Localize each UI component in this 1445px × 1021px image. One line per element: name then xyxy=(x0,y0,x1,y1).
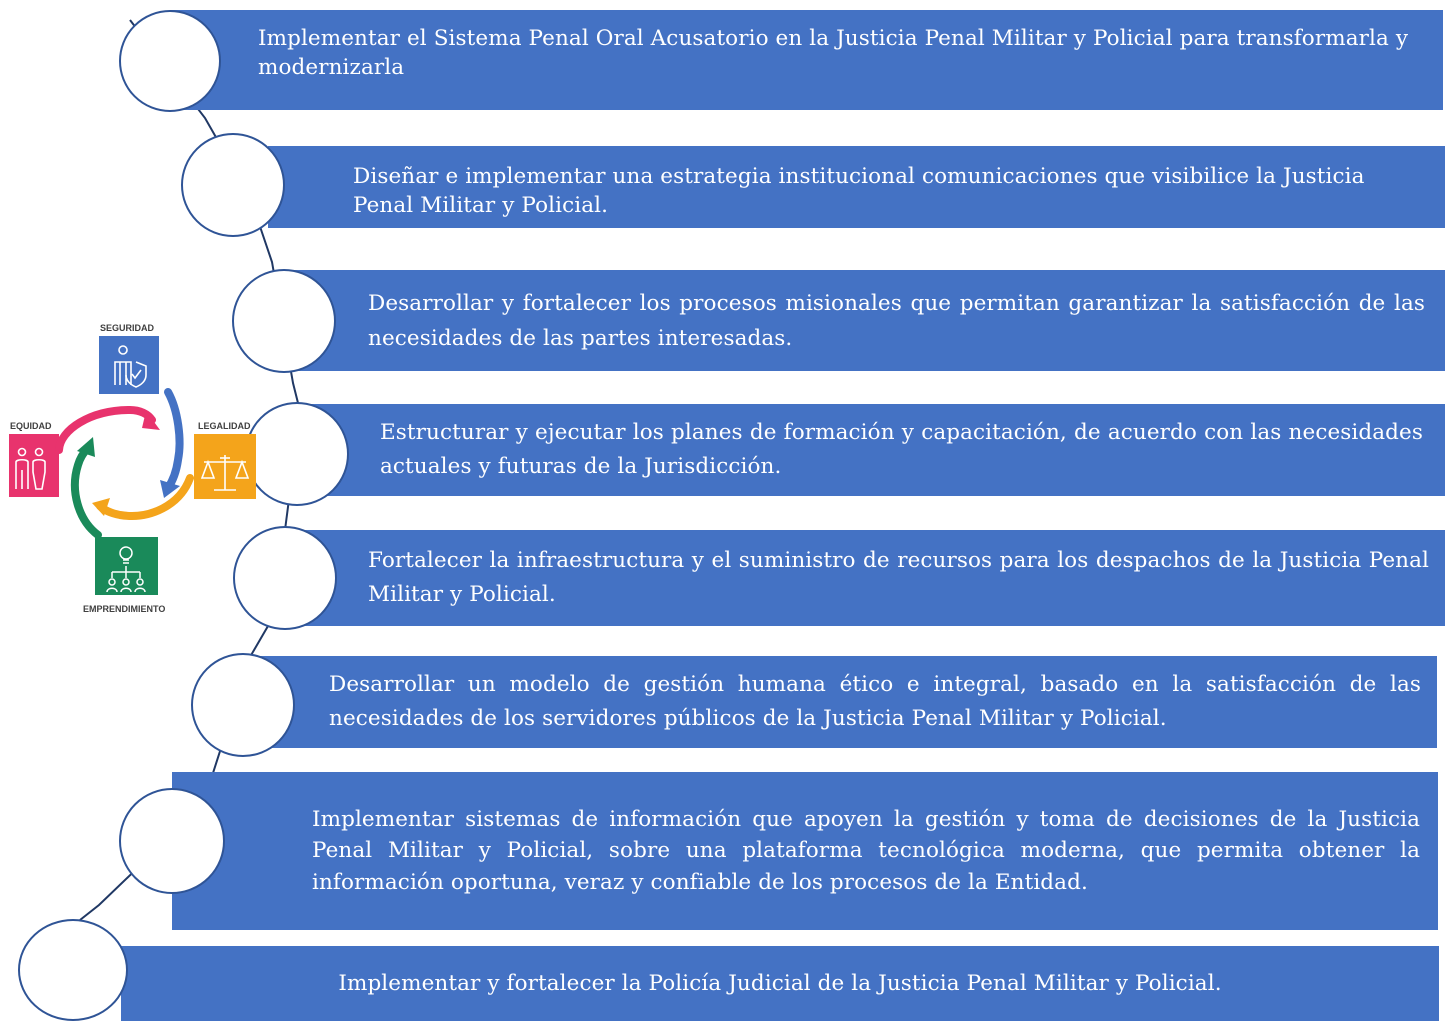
node-circle-3 xyxy=(232,269,336,373)
objective-item-5-text: Fortalecer la infraestructura y el sumin… xyxy=(368,548,1429,607)
node-circle-5 xyxy=(233,526,337,630)
objective-item-5: Fortalecer la infraestructura y el sumin… xyxy=(280,530,1445,626)
node-circle-1 xyxy=(119,10,221,112)
equidad-tile xyxy=(9,434,59,497)
objective-item-3: Desarrollar y fortalecer los procesos mi… xyxy=(283,270,1445,371)
objective-item-1-text: Implementar el Sistema Penal Oral Acusat… xyxy=(258,26,1409,80)
objective-item-6-text: Desarrollar un modelo de gestión humana … xyxy=(329,672,1421,731)
values-label-equidad: EQUIDAD xyxy=(10,421,52,431)
node-circle-4 xyxy=(245,402,349,506)
objective-item-2-text: Diseñar e implementar una estrategia ins… xyxy=(353,164,1365,218)
objective-item-4: Estructurar y ejecutar los planes de for… xyxy=(298,404,1445,496)
objective-item-6: Desarrollar un modelo de gestión humana … xyxy=(245,656,1437,748)
objective-item-8-text: Implementar y fortalecer la Policía Judi… xyxy=(338,971,1222,996)
lightbulb-network-icon xyxy=(106,546,146,593)
values-label-seguridad: SEGURIDAD xyxy=(100,323,155,333)
values-label-legalidad: LEGALIDAD xyxy=(198,421,251,431)
values-label-emprendimiento: EMPRENDIMIENTO xyxy=(83,604,165,614)
objective-item-2: Diseñar e implementar una estrategia ins… xyxy=(268,146,1445,228)
objective-item-3-text: Desarrollar y fortalecer los procesos mi… xyxy=(368,290,1425,351)
objective-item-4-text: Estructurar y ejecutar los planes de for… xyxy=(380,420,1423,479)
node-circle-7 xyxy=(119,788,225,894)
two-people-icon xyxy=(15,447,46,490)
seguridad-tile xyxy=(99,336,159,394)
objective-item-7: Implementar sistemas de información que … xyxy=(172,772,1438,930)
objective-item-7-text: Implementar sistemas de información que … xyxy=(312,806,1420,895)
scales-icon xyxy=(200,455,250,491)
node-circle-2 xyxy=(181,133,285,237)
node-circle-8 xyxy=(18,919,128,1021)
person-shield-icon xyxy=(114,345,147,388)
node-circle-6 xyxy=(191,653,295,757)
values-graphic: SEGURIDAD EQUIDAD LEGALIDAD xyxy=(9,323,256,614)
objective-item-1: Implementar el Sistema Penal Oral Acusat… xyxy=(170,10,1443,110)
objective-item-8: Implementar y fortalecer la Policía Judi… xyxy=(121,946,1439,1021)
